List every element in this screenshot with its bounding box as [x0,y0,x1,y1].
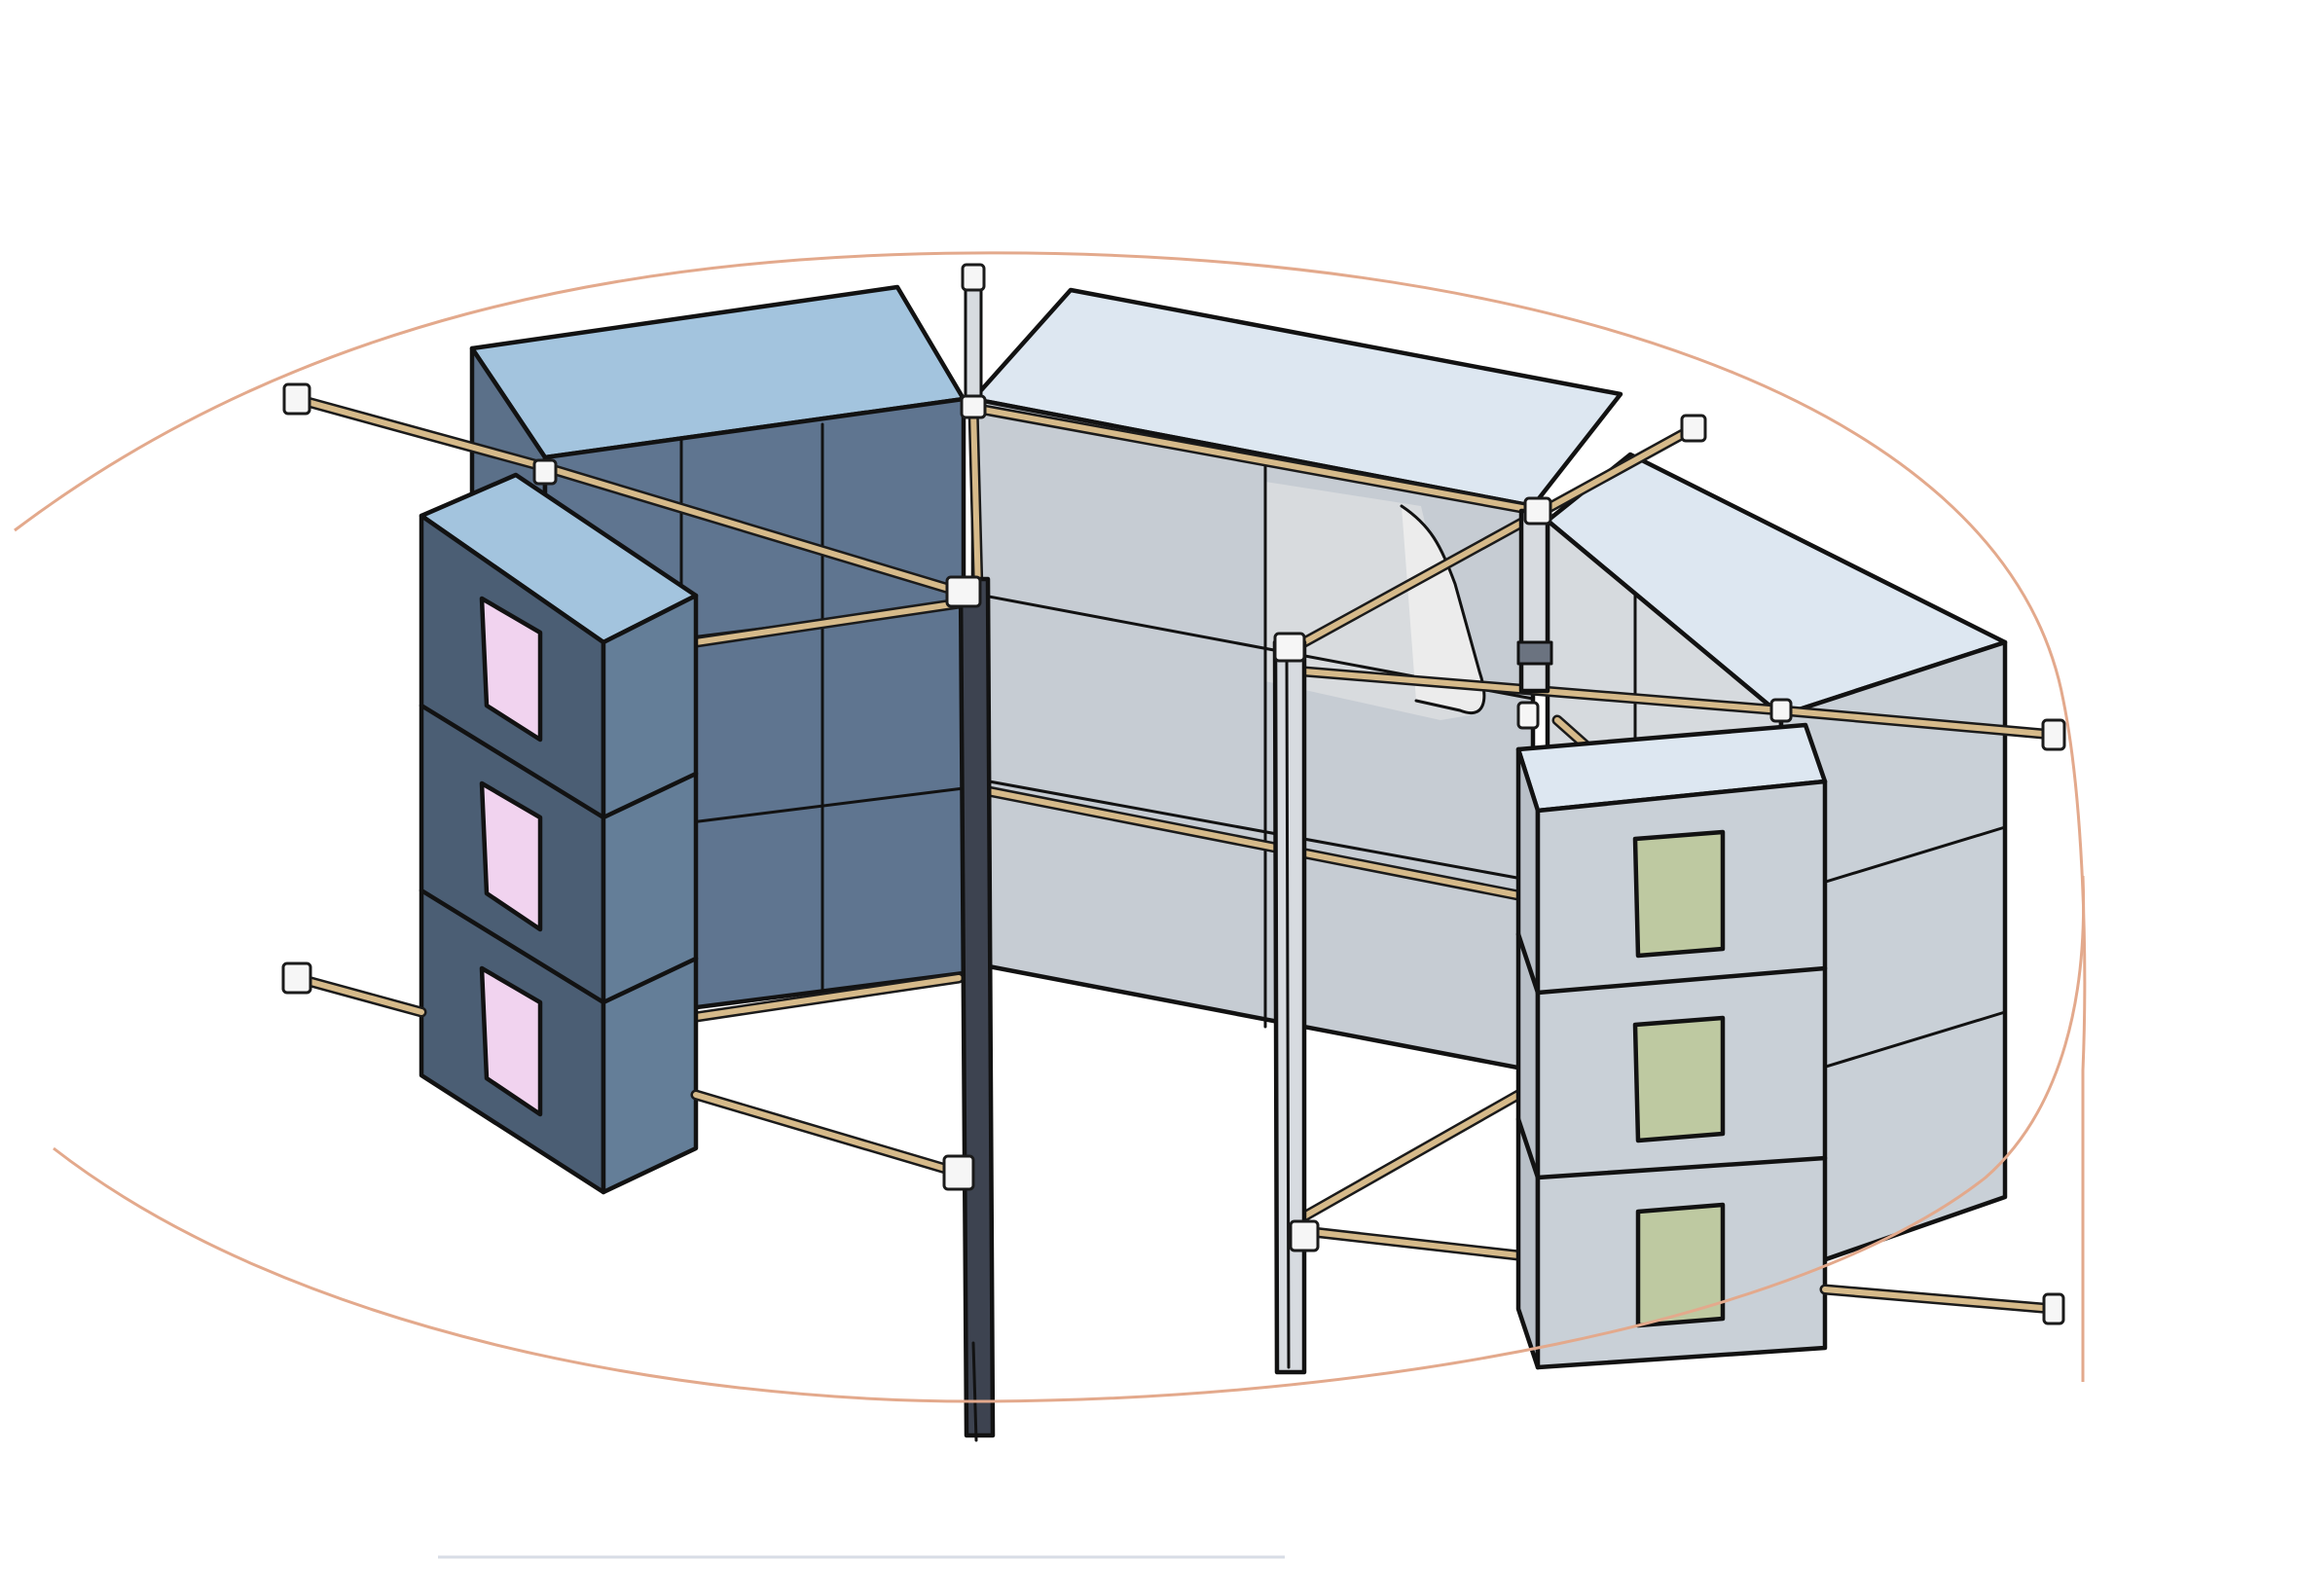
pink-window-bottom [479,965,543,1117]
joint-far-right-top [1680,414,1707,443]
rod-bottom-left [291,972,427,1018]
rod-left-to-center [539,461,965,598]
right-stack-side [1515,746,1541,1370]
joint-top-center-lower [960,394,987,419]
back-center-light-wall [970,287,1623,1073]
pink-window-middle [479,780,543,932]
rod-lower-diagonal [1298,1089,1524,1222]
guide-ellipse-front [53,875,2086,1403]
rod-bottom-right [1819,1284,2060,1315]
joint-left-upper [532,458,558,486]
joint-center [945,575,982,608]
top-short-pole [964,275,983,401]
green-window-middle [1632,1015,1726,1143]
rod-network [291,393,2060,1261]
rod-lower-horizontal [1298,1225,1524,1261]
right-back-light-pole [1516,508,1553,694]
joint-bottom-right [2042,1292,2065,1325]
mid-light-pole [1272,639,1307,1375]
pink-window-top [479,596,543,743]
rod-dark-wall-lower [690,972,965,1023]
joint-right-inner [1516,701,1540,730]
draped-cloth [1400,504,1486,714]
rod-right-far [1775,705,2060,741]
joint-connectors [281,263,2066,1325]
guide-ellipse-back [14,251,2087,1382]
joint-top-center [961,263,986,292]
joint-far-right [2041,718,2066,751]
left-stack-side [601,593,699,1195]
rod-dark-wall-upper [690,598,965,648]
joint-right-mid [1769,698,1793,723]
joint-center-bottom [942,1154,975,1191]
joint-bottom-left [281,961,312,995]
rod-network-front [291,972,2060,1315]
front-right-block-stack [1515,722,1828,1370]
joint-mid-pole-top [1273,632,1306,663]
rod-vertical-top [967,403,984,598]
rod-diagonal-up-right [1298,422,1699,648]
center-dark-pole [958,576,996,1442]
joint-right-top [1523,496,1552,526]
rod-center-lower [967,782,1524,901]
green-window-top [1632,829,1726,959]
front-left-block-stack [419,472,699,1195]
rod-top-left [291,393,551,473]
rod-bottom-left-diagonal [690,1089,965,1179]
joint-mid-pole-bottom [1289,1219,1320,1252]
green-window-bottom [1635,1202,1726,1328]
joint-top-left [282,382,311,416]
rod-top-center [972,403,1544,517]
